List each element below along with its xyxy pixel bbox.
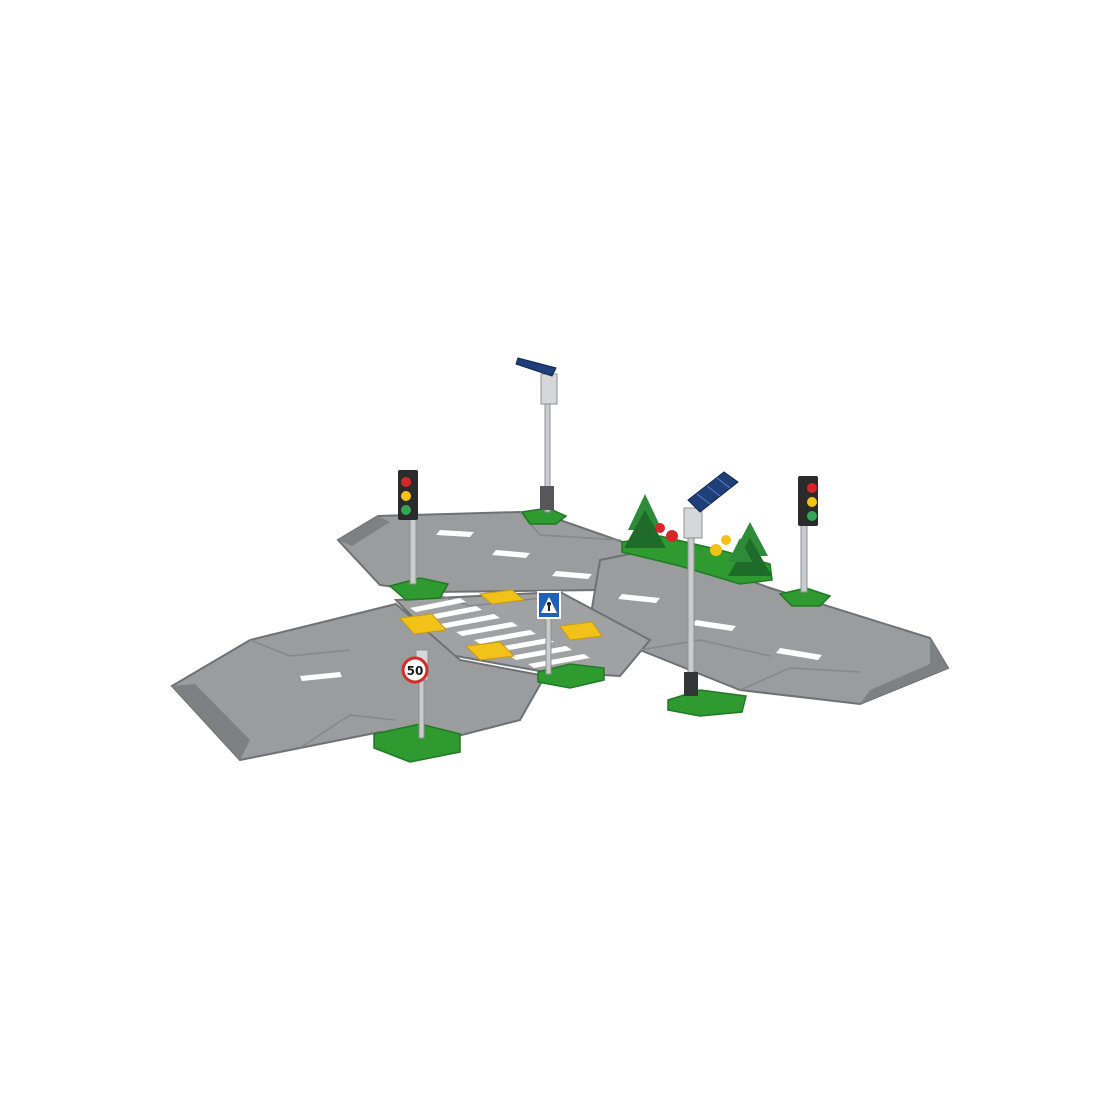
street-lamp-icon [515, 357, 557, 377]
crosswalk-stripe [510, 646, 572, 660]
ramp-back [338, 516, 390, 546]
pedestrian-figure [547, 602, 551, 606]
sign-pole [545, 611, 552, 675]
solar-panel-grid [706, 485, 721, 497]
pedestrian-figure [548, 606, 550, 611]
lane-dash [300, 672, 342, 681]
garden [624, 494, 772, 576]
crosswalk-stripe [410, 598, 466, 612]
speed-limit-value: 50 [407, 664, 424, 678]
flower-icon [721, 535, 731, 545]
crosswalk-stripe [492, 638, 554, 652]
street-lamp-base [684, 672, 698, 696]
crosswalk-stripe [456, 622, 518, 636]
grass-patch-right-front [667, 689, 747, 717]
tree-icon [728, 538, 752, 562]
lane-dash [692, 620, 736, 631]
speed-bump [478, 589, 526, 605]
traffic-light-pole [800, 521, 808, 593]
speed-limit-sign: 50 [401, 649, 429, 739]
solar-panel-grid [696, 493, 711, 505]
crosswalk-sign [537, 591, 561, 675]
road-plates [170, 510, 950, 762]
ramp-left [172, 684, 250, 760]
light-red [401, 477, 411, 487]
grass-patch-back [520, 507, 568, 525]
lane-dash [618, 594, 660, 603]
ramp-right [860, 638, 948, 704]
road-plate-front-left [170, 602, 547, 762]
street-lamp-bracket [540, 373, 558, 405]
street-lamp-base [540, 486, 554, 510]
lane-dash [436, 530, 474, 537]
traffic-light-right [798, 476, 818, 593]
lane-dash [492, 550, 530, 558]
light-yellow [807, 497, 817, 507]
street-lamp-pole [687, 519, 695, 695]
speed-bumps [399, 589, 603, 661]
street-lamp-back [515, 357, 558, 513]
light-red [807, 483, 817, 493]
lane-dashes [300, 530, 822, 681]
flower-icon [710, 544, 722, 556]
traffic-light-pole [409, 517, 417, 585]
crosswalk-stripe [474, 630, 536, 644]
crosswalk-stripe [440, 614, 500, 628]
traffic-light-left [398, 470, 418, 585]
grass-patch-center [537, 663, 605, 689]
lane-dash [552, 571, 592, 579]
speed-limit-icon [401, 656, 429, 684]
street-lamp-front [683, 471, 739, 696]
speed-bump [464, 641, 516, 661]
light-green [807, 511, 817, 521]
speed-bump [559, 621, 603, 641]
crosswalk-stripe [424, 606, 482, 620]
solar-panel-icon [687, 471, 739, 513]
street-lamp-bracket [683, 507, 703, 539]
crosswalk-stripe [528, 654, 590, 668]
plate-seams [249, 511, 861, 749]
lane-dash [776, 648, 822, 660]
light-yellow [401, 491, 411, 501]
speed-bump [399, 613, 447, 635]
flower-icon [655, 523, 665, 533]
crosswalk [410, 598, 590, 668]
light-green [401, 505, 411, 515]
solar-panel-grid [716, 477, 731, 489]
sign-pole [418, 675, 425, 739]
tree-icon [624, 494, 666, 548]
flower-icon [666, 530, 678, 542]
